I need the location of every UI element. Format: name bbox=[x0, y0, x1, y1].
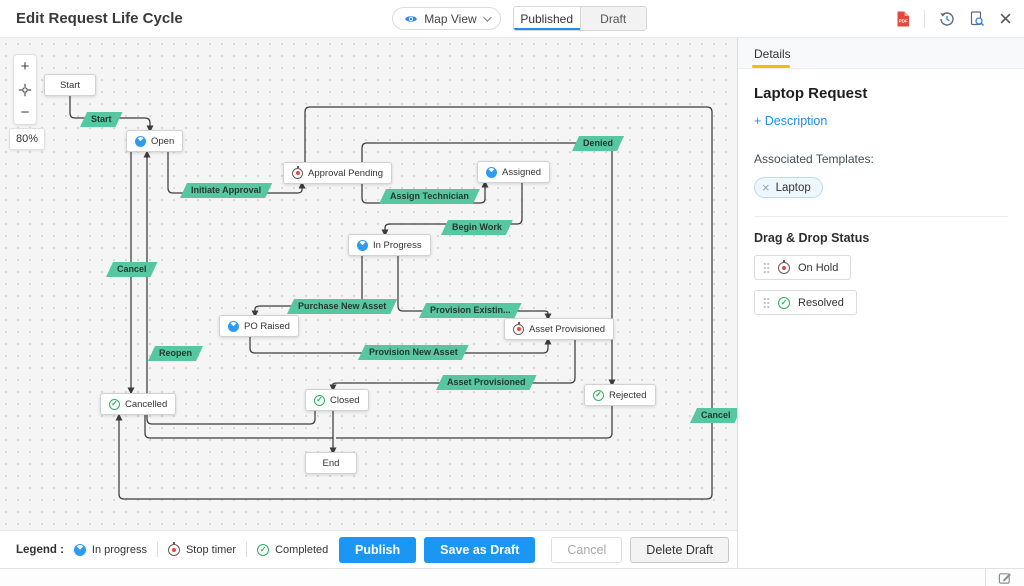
chevron-down-icon bbox=[482, 12, 492, 22]
stop-timer-icon bbox=[167, 543, 180, 556]
lifecycle-title: Laptop Request bbox=[754, 85, 868, 102]
drag-drop-status-title: Drag & Drop Status bbox=[754, 231, 870, 245]
divider bbox=[246, 542, 248, 557]
status-node-end[interactable]: End bbox=[305, 452, 357, 474]
zoom-out-button[interactable]: − bbox=[20, 104, 30, 121]
status-node-po-raised[interactable]: PO Raised bbox=[219, 315, 299, 337]
status-node-label: Rejected bbox=[609, 389, 647, 401]
pan-button[interactable] bbox=[14, 78, 36, 101]
tab-published[interactable]: Published bbox=[513, 7, 580, 30]
in-progress-icon bbox=[486, 166, 497, 178]
status-node-closed[interactable]: Closed bbox=[305, 389, 369, 411]
draggable-status-resolved[interactable]: Resolved bbox=[754, 290, 857, 315]
legend-item-in-progress: In progress bbox=[73, 543, 147, 556]
status-node-label: Asset Provisioned bbox=[529, 323, 606, 335]
tab-details[interactable]: Details bbox=[752, 47, 791, 68]
details-panel: Details Laptop Request + Description Ass… bbox=[737, 38, 1024, 568]
map-view-label: Map View bbox=[424, 11, 477, 26]
completed-icon bbox=[109, 398, 120, 410]
status-node-approval-pending[interactable]: Approval Pending bbox=[283, 162, 392, 184]
cancel-button[interactable]: Cancel bbox=[551, 536, 623, 563]
published-draft-toggle: Published Draft bbox=[512, 6, 647, 31]
status-node-label: End bbox=[322, 457, 340, 469]
zoom-level-indicator: 80% bbox=[9, 128, 46, 150]
eye-icon bbox=[405, 15, 418, 22]
status-node-label: In Progress bbox=[373, 239, 422, 251]
tab-draft[interactable]: Draft bbox=[579, 7, 646, 30]
add-description-link[interactable]: + Description bbox=[754, 114, 828, 128]
transition-start[interactable]: Start bbox=[80, 112, 123, 127]
completed-icon bbox=[314, 394, 325, 406]
divider bbox=[924, 9, 926, 28]
legend-item-completed: Completed bbox=[257, 543, 328, 556]
save-as-draft-button[interactable]: Save as Draft bbox=[424, 536, 536, 563]
map-view-dropdown[interactable]: Map View bbox=[392, 7, 501, 30]
transition-denied[interactable]: Denied bbox=[572, 136, 624, 151]
transition-cancel-right[interactable]: Cancel bbox=[690, 408, 737, 423]
legend-label: Legend : bbox=[16, 543, 64, 556]
transition-provision-existing[interactable]: Provision Existin... bbox=[419, 303, 522, 318]
drag-handle-icon[interactable] bbox=[763, 297, 770, 308]
top-bar: Edit Request Life Cycle Map View Publish… bbox=[0, 0, 1024, 38]
status-node-label: Assigned bbox=[502, 166, 542, 178]
status-node-open[interactable]: Open bbox=[126, 130, 184, 152]
transition-asset-provisioned[interactable]: Asset Provisioned bbox=[436, 375, 537, 390]
status-node-label: Closed bbox=[330, 394, 360, 406]
transition-purchase-new-asset[interactable]: Purchase New Asset bbox=[287, 299, 397, 314]
status-node-in-progress[interactable]: In Progress bbox=[348, 234, 431, 256]
preview-document-icon[interactable] bbox=[969, 10, 985, 27]
status-node-rejected[interactable]: Rejected bbox=[584, 384, 656, 406]
status-node-label: Start bbox=[59, 79, 81, 91]
template-chip-laptop[interactable]: × Laptop bbox=[754, 177, 823, 198]
status-node-label: PO Raised bbox=[244, 320, 290, 332]
status-node-label: Approval Pending bbox=[308, 167, 383, 179]
lifecycle-canvas[interactable]: + − 80% bbox=[0, 38, 737, 530]
pdf-export-icon[interactable]: PDF bbox=[896, 11, 910, 27]
page-title: Edit Request Life Cycle bbox=[16, 10, 183, 27]
status-strip bbox=[0, 568, 1024, 586]
in-progress-icon bbox=[135, 135, 146, 147]
close-icon[interactable]: × bbox=[999, 5, 1012, 31]
remove-template-icon[interactable]: × bbox=[762, 180, 770, 195]
action-bar: Legend : In progress Stop timer Complete… bbox=[0, 530, 737, 568]
zoom-in-button[interactable]: + bbox=[20, 58, 30, 75]
status-node-assigned[interactable]: Assigned bbox=[477, 161, 551, 183]
feedback-edit-icon[interactable] bbox=[985, 569, 1024, 586]
status-node-label: Open bbox=[151, 135, 175, 147]
canvas-zoom-controls: + − bbox=[13, 54, 37, 125]
svg-text:PDF: PDF bbox=[899, 18, 908, 23]
status-node-start[interactable]: Start bbox=[44, 74, 96, 96]
transition-initiate-approval[interactable]: Initiate Approval bbox=[180, 183, 272, 198]
in-progress-icon bbox=[73, 543, 86, 556]
transition-cancel-left[interactable]: Cancel bbox=[106, 262, 158, 277]
completed-icon bbox=[778, 296, 790, 309]
transition-reopen[interactable]: Reopen bbox=[148, 346, 203, 361]
divider bbox=[156, 542, 158, 557]
delete-draft-button[interactable]: Delete Draft bbox=[630, 536, 729, 563]
transition-assign-technician[interactable]: Assign Technician bbox=[379, 189, 480, 204]
transition-provision-new-asset[interactable]: Provision New Asset bbox=[358, 345, 469, 360]
stop-timer-icon bbox=[778, 261, 790, 274]
flow-edges bbox=[69, 95, 713, 500]
stop-timer-icon bbox=[292, 167, 303, 179]
in-progress-icon bbox=[357, 239, 368, 251]
legend-item-stop-timer: Stop timer bbox=[167, 543, 236, 556]
stop-timer-icon bbox=[513, 323, 524, 335]
completed-icon bbox=[257, 543, 270, 556]
in-progress-icon bbox=[228, 320, 239, 332]
associated-templates-label: Associated Templates: bbox=[754, 152, 874, 166]
status-node-asset-provisioned[interactable]: Asset Provisioned bbox=[504, 318, 615, 340]
transition-begin-work[interactable]: Begin Work bbox=[441, 220, 513, 235]
status-node-cancelled[interactable]: Cancelled bbox=[100, 393, 177, 415]
divider bbox=[754, 216, 1008, 217]
history-icon[interactable] bbox=[939, 11, 955, 27]
legend: Legend : In progress Stop timer Complete… bbox=[16, 542, 328, 557]
completed-icon bbox=[593, 389, 604, 401]
publish-button[interactable]: Publish bbox=[339, 536, 417, 563]
drag-handle-icon[interactable] bbox=[763, 262, 770, 273]
draggable-status-on-hold[interactable]: On Hold bbox=[754, 255, 852, 280]
status-node-label: Cancelled bbox=[125, 398, 168, 410]
